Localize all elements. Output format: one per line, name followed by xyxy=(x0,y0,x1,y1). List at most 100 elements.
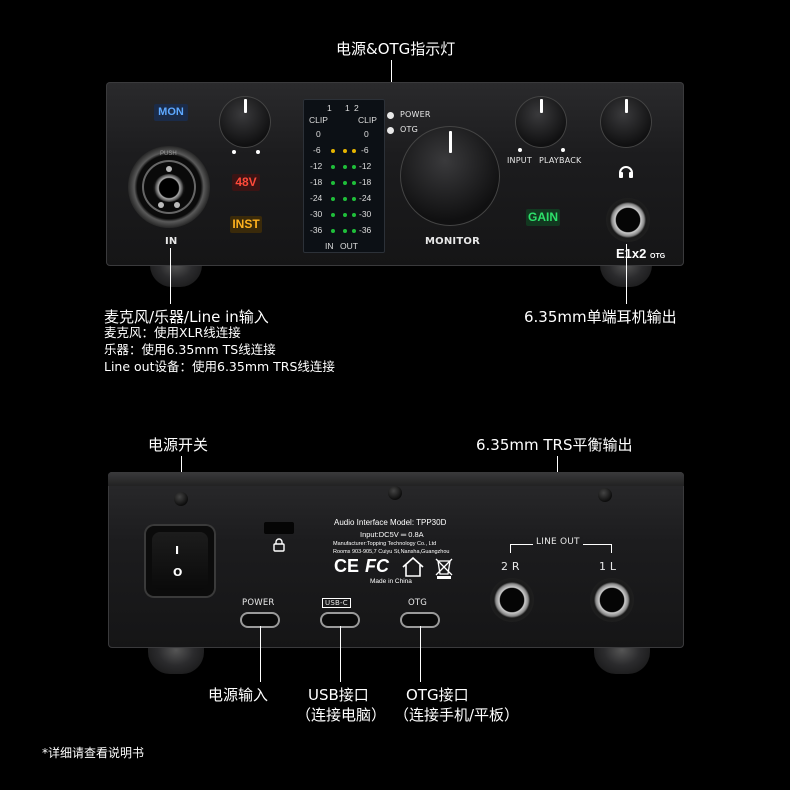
callout-line xyxy=(170,248,171,304)
fc-mark: FC xyxy=(365,556,389,576)
product-line2: Input:DC5V ═ 0.8A xyxy=(360,530,424,539)
headphone-icon xyxy=(619,166,633,178)
screw xyxy=(598,488,612,502)
home-recycle-icon xyxy=(402,556,424,577)
power-usbc-port[interactable] xyxy=(242,614,278,626)
usb-usbc-port[interactable] xyxy=(322,614,358,626)
footnote: *详细请查看说明书 xyxy=(42,746,145,760)
callout-input-note: 麦克风：使用XLR线连接 xyxy=(104,325,241,340)
callout-trs-out: 6.35mm TRS平衡输出 xyxy=(476,436,633,454)
knob-marker-dot xyxy=(256,150,260,154)
meter-led xyxy=(343,213,347,217)
xlr-push-label: PUSH xyxy=(160,151,177,157)
gain-button[interactable]: GAIN xyxy=(526,209,560,226)
meter-clip-right: CLIP xyxy=(358,115,377,125)
meter-led xyxy=(331,149,335,153)
meter-led xyxy=(352,165,356,169)
mon-button[interactable]: MON xyxy=(154,104,188,121)
callout-otg-port: OTG接口 xyxy=(406,686,469,704)
inst-button[interactable]: INST xyxy=(230,216,262,233)
callout-otg-port-sub: （连接手机/平板） xyxy=(394,706,520,724)
rear-panel: I O Audio Interface Model: TPP30D Input:… xyxy=(108,472,684,648)
meter-scale-right: -30 xyxy=(359,209,372,219)
line-out-1l-jack[interactable] xyxy=(590,578,634,622)
front-panel: MON PUSH IN 48V INST 1 1 2 CLIP CLIP 0 -… xyxy=(106,82,684,266)
product-line4: Rooms 903-905,7 Cuiyu St,Nansha,Guangzho… xyxy=(333,549,450,555)
meter-led xyxy=(343,165,347,169)
level-meter: 1 1 2 CLIP CLIP 0 -6 -12 -18 -24 -30 -36… xyxy=(303,99,385,253)
model-suffix: OTG xyxy=(650,253,666,260)
meter-scale-left: -36 xyxy=(310,225,323,235)
callout-line xyxy=(340,626,341,682)
meter-clip-left: CLIP xyxy=(309,115,328,125)
meter-led xyxy=(343,229,347,233)
meter-led xyxy=(352,149,356,153)
power-led-label: POWER xyxy=(400,110,431,119)
line-out-2r-jack[interactable] xyxy=(490,578,534,622)
meter-scale-left: -24 xyxy=(310,193,323,203)
callout-headphone-out: 6.35mm单端耳机输出 xyxy=(524,308,677,326)
product-line1: Audio Interface Model: TPP30D xyxy=(334,518,447,527)
meter-led xyxy=(352,229,356,233)
usbc-port-label: USB-C xyxy=(322,598,351,608)
callout-line xyxy=(626,244,627,304)
mon-mix-knob[interactable] xyxy=(219,96,271,148)
otg-led xyxy=(387,127,394,134)
meter-led xyxy=(343,181,347,185)
meter-scale-right: 0 xyxy=(364,129,369,139)
meter-led xyxy=(352,213,356,217)
rear-top-rim xyxy=(108,472,684,486)
callout-line xyxy=(420,626,421,682)
knob-marker-dot xyxy=(232,150,236,154)
playback-label: PLAYBACK xyxy=(539,156,582,165)
headphone-volume-knob[interactable] xyxy=(600,96,652,148)
input-playback-knob[interactable] xyxy=(515,96,567,148)
power-port-label: POWER xyxy=(242,598,275,608)
meter-in-label: IN xyxy=(325,241,334,251)
kensington-slot[interactable] xyxy=(264,522,294,534)
meter-scale-right: -24 xyxy=(359,193,372,203)
meter-led xyxy=(331,229,335,233)
meter-led xyxy=(343,149,347,153)
meter-scale-left: -12 xyxy=(310,161,323,171)
callout-power-otg-indicator: 电源&OTG指示灯 xyxy=(336,40,456,58)
meter-channel-2: 2 xyxy=(354,103,359,113)
headphone-jack[interactable] xyxy=(606,198,650,242)
meter-scale-left: 0 xyxy=(316,129,321,139)
meter-scale-right: -12 xyxy=(359,161,372,171)
meter-led xyxy=(331,197,335,201)
input-label: INPUT xyxy=(507,156,532,165)
meter-scale-right: -18 xyxy=(359,177,372,187)
meter-channel-1: 1 xyxy=(345,103,350,113)
meter-scale-right: -6 xyxy=(361,145,369,155)
meter-channel-1: 1 xyxy=(327,103,332,113)
meter-led xyxy=(331,213,335,217)
meter-led xyxy=(352,181,356,185)
otg-usbc-port[interactable] xyxy=(402,614,438,626)
model-badge: E1x2 OTG xyxy=(616,246,665,261)
power-led xyxy=(387,112,394,119)
screw xyxy=(174,492,188,506)
callout-power-switch: 电源开关 xyxy=(148,436,209,454)
meter-scale-left: -6 xyxy=(313,145,321,155)
meter-out-label: OUT xyxy=(340,241,358,251)
screw xyxy=(388,486,402,500)
meter-led xyxy=(331,165,335,169)
callout-usb-port: USB接口 xyxy=(308,686,369,704)
phantom-48v-button[interactable]: 48V xyxy=(232,174,260,191)
callout-input-note: 乐器：使用6.35mm TS线连接 xyxy=(104,342,276,357)
switch-on-mark: I xyxy=(175,544,180,557)
monitor-label: MONITOR xyxy=(425,236,480,247)
made-in-label: Made in China xyxy=(370,578,412,585)
model-name: E1x2 xyxy=(616,246,647,261)
monitor-knob[interactable] xyxy=(400,126,500,226)
meter-led xyxy=(343,197,347,201)
meter-scale-right: -36 xyxy=(359,225,372,235)
power-switch[interactable]: I O xyxy=(144,524,216,598)
xlr-combo-jack[interactable]: PUSH xyxy=(128,146,210,228)
in-label: IN xyxy=(165,236,178,247)
otg-led-label: OTG xyxy=(400,125,418,134)
switch-off-mark: O xyxy=(173,566,183,579)
callout-usb-port-sub: （连接电脑） xyxy=(296,706,387,724)
weee-bin-icon xyxy=(435,558,453,579)
